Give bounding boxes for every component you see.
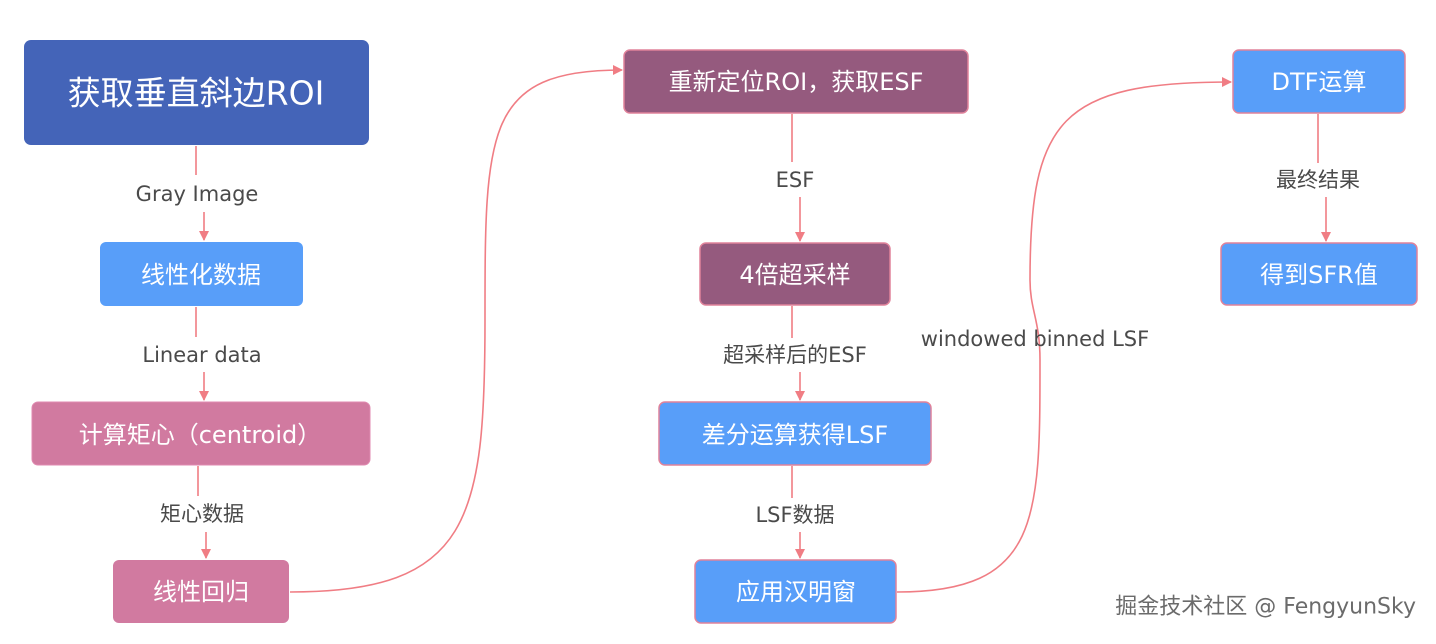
node-dtf: DTF运算: [1232, 49, 1406, 114]
node-relocate-label: 重新定位ROI，获取ESF: [669, 68, 924, 96]
node-diff: 差分运算获得LSF: [658, 401, 932, 466]
node-hamming-label: 应用汉明窗: [736, 578, 856, 606]
node-supersample-label: 4倍超采样: [739, 261, 850, 289]
edge-label-gray-image: Gray Image: [136, 182, 259, 206]
edge-diff-to-hamming: LSF数据: [755, 466, 835, 559]
node-result-label: 得到SFR值: [1260, 261, 1378, 289]
node-dtf-label: DTF运算: [1272, 68, 1367, 96]
node-roi-label: 获取垂直斜边ROI: [68, 74, 325, 113]
watermark: 掘金技术社区 @ FengyunSky: [1115, 595, 1416, 620]
edge-linearize-to-centroid: Linear data: [142, 307, 262, 401]
edge-roi-to-linearize: Gray Image: [136, 146, 259, 241]
edge-label-esf: ESF: [776, 168, 815, 192]
node-linearize-label: 线性化数据: [141, 261, 261, 289]
edge-relocate-to-supersample: ESF: [776, 114, 815, 242]
edge-hamming-to-dtf: [896, 77, 1232, 593]
node-regression-label: 线性回归: [153, 578, 249, 606]
edge-regression-to-relocate: [289, 65, 623, 593]
node-linearize: 线性化数据: [100, 242, 303, 306]
edge-label-linear-data: Linear data: [142, 343, 261, 367]
node-centroid: 计算矩心（centroid）: [31, 401, 371, 466]
edge-label-final-result: 最终结果: [1276, 168, 1360, 192]
node-regression: 线性回归: [113, 560, 289, 623]
edge-label-supersampled-esf: 超采样后的ESF: [723, 343, 867, 367]
edge-label-lsf-data: LSF数据: [755, 503, 834, 527]
node-result: 得到SFR值: [1220, 242, 1418, 306]
edge-dtf-to-result: 最终结果: [1276, 114, 1360, 242]
edge-centroid-to-regression: 矩心数据: [160, 466, 244, 559]
node-supersample: 4倍超采样: [699, 242, 891, 306]
edge-label-windowed-lsf: windowed binned LSF: [921, 327, 1149, 351]
edge-label-centroid-data: 矩心数据: [160, 502, 244, 526]
node-relocate: 重新定位ROI，获取ESF: [623, 49, 969, 114]
node-roi: 获取垂直斜边ROI: [24, 40, 369, 145]
node-diff-label: 差分运算获得LSF: [702, 421, 888, 449]
edge-supersample-to-diff: 超采样后的ESF: [723, 306, 867, 401]
node-centroid-label: 计算矩心（centroid）: [79, 421, 322, 449]
node-hamming: 应用汉明窗: [694, 559, 897, 624]
